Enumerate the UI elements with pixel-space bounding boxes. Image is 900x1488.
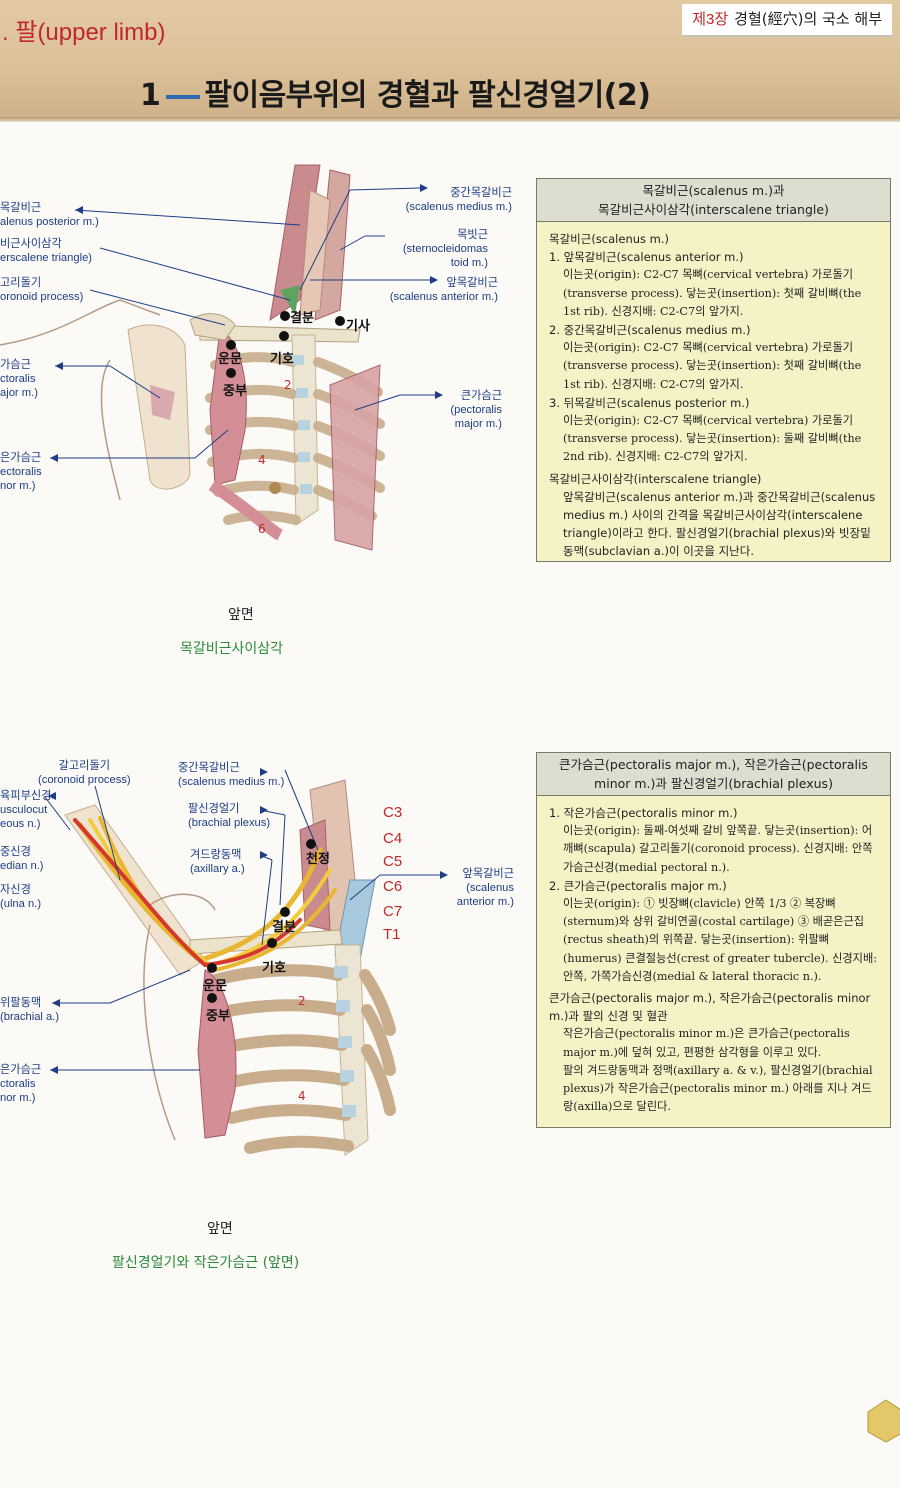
rib-number-4: 4 [258, 453, 266, 467]
arm-nerves-vessels-desc-2: 팔의 겨드랑동맥과 정맥(axillary a. & v.), 팔신경얼기(br… [563, 1063, 873, 1114]
interscalene-subheading: 목갈비근사이삼각(interscalene triangle) [549, 471, 762, 486]
info-box-pectoralis-header: 큰가슴근(pectoralis major m.), 작은가슴근(pectora… [537, 753, 890, 796]
info-box-pectoralis: 큰가슴근(pectoralis major m.), 작은가슴근(pectora… [536, 752, 891, 1128]
title-number: 1 [140, 78, 161, 113]
arm-nerves-vessels-subheading: 큰가슴근(pectoralis major m.), 작은가슴근(pectora… [549, 991, 871, 1024]
fig2-caption-title: 팔신경얼기와 작은가슴근 (앞면) [112, 1255, 300, 1271]
title-dash [166, 94, 201, 99]
acupoint-unmun-2: 운문 [203, 979, 227, 994]
chapter-tag: 제3장 경혈(經穴)의 국소 해부 [682, 4, 892, 37]
scalenus-medius-desc: 이는곳(origin): C2-C7 목뼈(cervical vertebra)… [563, 341, 862, 391]
pectoralis-minor-desc: 이는곳(origin): 둘째-여섯째 갈비 앞쪽끝. 닿는곳(insertio… [563, 824, 873, 874]
acupoint-gyeolbun-2: 결분 [272, 920, 296, 935]
acupoint-giho: 기호 [270, 352, 294, 367]
title-text: 팔이음부위의 경혈과 팔신경얼기(2) [204, 78, 651, 113]
scalenus-anterior-title: 1. 앞목갈비근(scalenus anterior m.) [549, 250, 744, 265]
acupoint-giho-2: 기호 [262, 961, 286, 976]
fig2-label-scalenus-medius: 중간목갈비근(scalenus medius m.) [178, 762, 285, 788]
nerve-root-c3: C3 [383, 804, 403, 821]
scalenus-posterior-desc: 이는곳(origin): C2-C7 목뼈(cervical vertebra)… [563, 414, 862, 464]
acupoint-gyeolbun: 결분 [290, 311, 314, 326]
rib-number-2: 2 [284, 378, 292, 392]
scalenus-posterior-title: 3. 뒤목갈비근(scalenus posterior m.) [549, 395, 750, 410]
pectoralis-major-title: 2. 큰가슴근(pectoralis major m.) [549, 878, 727, 893]
scalenus-anterior-desc: 이는곳(origin): C2-C7 목뼈(cervical vertebra)… [563, 268, 862, 318]
rib-number-6: 6 [258, 522, 266, 536]
fig1-label-scalenus-anterior: 앞목갈비근(scalenus anterior m.) [389, 277, 498, 303]
acupoint-jungbu-2: 중부 [206, 1009, 230, 1024]
acupoint-gisa: 기사 [346, 319, 370, 334]
nerve-root-c4: C4 [383, 830, 403, 847]
nerve-root-c5: C5 [383, 853, 403, 870]
figure-2-illustration [44, 768, 448, 1156]
nerve-root-t1: T1 [383, 926, 401, 943]
fig2-label-axillary-artery: 겨드랑동맥(axillary a.) [190, 849, 245, 875]
scalenus-subheading: 목갈비근(scalenus m.) [549, 232, 670, 246]
pectoralis-minor-title: 1. 작은가슴근(pectoralis minor m.) [549, 806, 738, 820]
scalenus-medius-title: 2. 중간목갈비근(scalenus medius m.) [549, 323, 751, 338]
interscalene-desc: 앞목갈비근(scalenus anterior m.)과 중간목갈비근(scal… [563, 489, 876, 559]
acupoint-cheonjeong: 천정 [306, 852, 330, 867]
fig2-rib-number-2: 2 [298, 994, 306, 1008]
fig2-label-brachial-artery: 위팔동맥(brachial a.) [0, 997, 60, 1023]
acupoint-jungbu: 중부 [223, 384, 247, 399]
fig1-label-scalenus-medius: 중간목갈비근(scalenus medius m.) [405, 187, 512, 213]
nerve-root-c6: C6 [383, 878, 403, 895]
page-title: 1 팔이음부위의 경혈과 팔신경얼기(2) [140, 70, 651, 114]
fig2-rib-number-4: 4 [298, 1089, 306, 1103]
fig2-caption-view: 앞면 [207, 1221, 233, 1237]
fig2-label-coronoid-process: 갈고리돌기(coronoid process) [38, 760, 131, 786]
fig1-caption-view: 앞면 [228, 607, 254, 623]
fig2-label-ulnar-nerve: 자신경(ulna n.) [0, 884, 42, 910]
page-corner-badge [867, 1399, 900, 1443]
chapter-number: 제3장 [692, 11, 729, 28]
fig2-label-brachial-plexus: 팔신경얼기(brachial plexus) [188, 803, 271, 829]
nerve-root-c7: C7 [383, 903, 403, 920]
figure-1-illustration [0, 164, 443, 551]
chapter-title: 경혈(經穴)의 국소 해부 [734, 10, 882, 28]
fig1-caption-title: 목갈비근사이삼각 [180, 641, 284, 657]
info-box-pectoralis-body: 1. 작은가슴근(pectoralis minor m.) 이는곳(origin… [537, 796, 890, 1122]
pectoralis-major-desc: 이는곳(origin): ① 빗장뼈(clavicle) 안쪽 1/3 ② 복장… [563, 897, 878, 983]
info-box-scalenus-body: 목갈비근(scalenus m.) 1. 앞목갈비근(scalenus ante… [537, 222, 890, 567]
acupoint-unmun: 운문 [218, 352, 242, 367]
section-title: . 팔(upper limb) [2, 19, 166, 46]
arm-nerves-vessels-desc-1: 작은가슴근(pectoralis minor m.)은 큰가슴근(pectora… [563, 1027, 850, 1059]
